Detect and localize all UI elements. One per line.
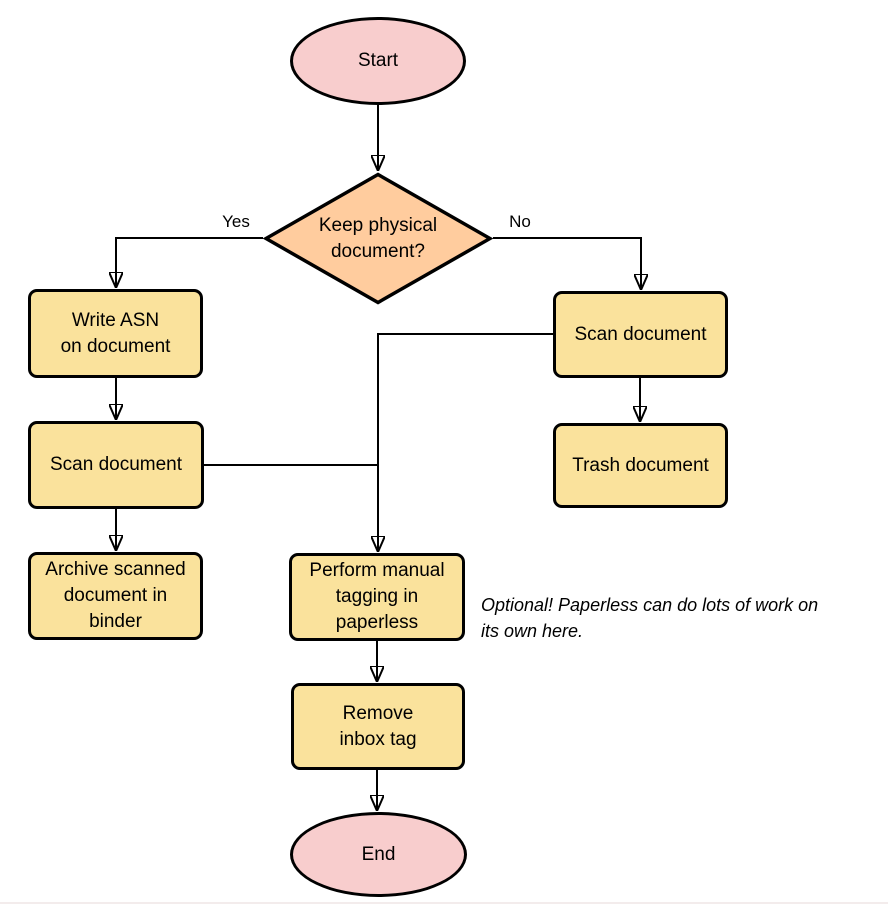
node-decision: Keep physical document?	[263, 172, 493, 305]
edge-scanright-to-tagging	[378, 333, 553, 551]
node-end: End	[290, 812, 467, 897]
edge-label-yes: Yes	[222, 212, 250, 231]
node-scan-document-right: Scan document	[553, 291, 728, 378]
node-manual-tagging: Perform manual tagging in paperless	[289, 553, 465, 641]
optional-note: Optional! Paperless can do lots of work …	[481, 595, 819, 641]
node-start: Start	[290, 17, 466, 105]
bottom-divider	[0, 902, 888, 904]
node-scan-document-left: Scan document	[28, 421, 204, 509]
decision-label: Keep physical document?	[318, 214, 438, 262]
node-write-asn: Write ASN on document	[28, 289, 203, 378]
node-remove-inbox-tag: Remove inbox tag	[291, 683, 465, 770]
node-trash-document: Trash document	[553, 423, 728, 508]
edge-decision-yes	[116, 237, 263, 287]
edge-label-no: No	[509, 212, 531, 231]
node-archive-binder: Archive scanned document in binder	[28, 552, 203, 640]
decision-diamond-shape	[263, 172, 493, 305]
edge-decision-no	[493, 237, 641, 289]
